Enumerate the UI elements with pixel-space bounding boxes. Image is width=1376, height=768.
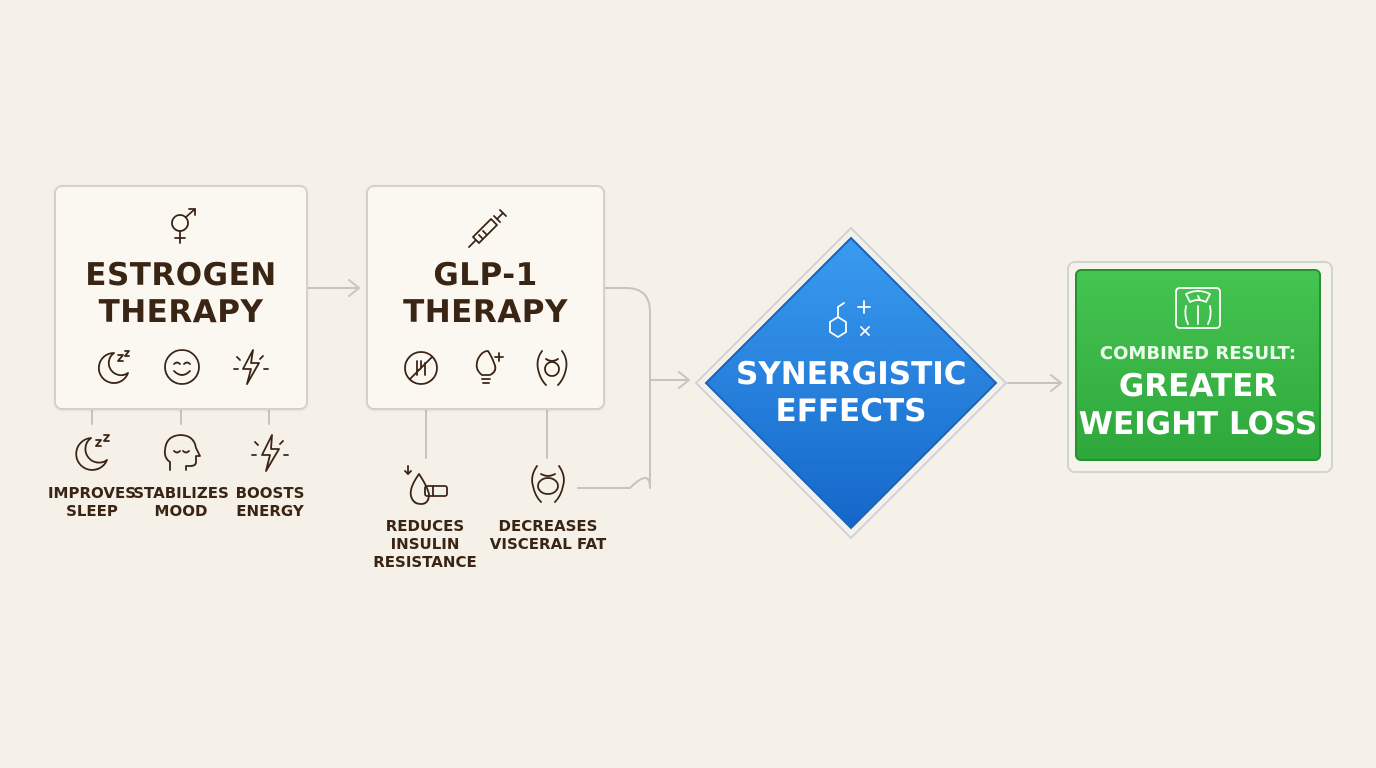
molecule-icon [829,300,871,338]
connector-glp1-to-synergy [577,287,651,489]
lightning-energy-icon [233,349,269,385]
synergy-title-line2: EFFECTS [775,393,927,429]
benefit-label-stabilizes-mood: STABILIZES MOOD [133,484,229,520]
glp1-therapy-box: GLP-1 THERAPY [366,185,605,410]
gender-symbol-icon [171,208,196,244]
result-main-line2: WEIGHT LOSS [1078,406,1318,442]
estrogen-title-line2: THERAPY [98,294,264,330]
insulin-drop-icon [404,465,448,505]
head-calm-icon [163,434,201,471]
syringe-icon [468,209,507,248]
estrogen-therapy-box: ESTROGEN THERAPY [54,185,308,410]
no-food-icon [404,351,438,385]
estrogen-title-line1: ESTROGEN [85,257,277,293]
belly-icon [536,350,568,386]
synergy-diamond [694,226,1008,540]
satiety-bulb-icon [475,350,504,384]
moon-sleep-icon [98,350,130,384]
glp1-title-line2: THERAPY [403,294,568,330]
synergy-title-line1: SYNERGISTIC [736,356,967,392]
benefit-label-decreases-visceral-fat: DECREASES VISCERAL FAT [489,517,607,553]
scale-icon [1175,287,1221,329]
benefit-label-improves-sleep: IMPROVES SLEEP [47,484,137,520]
benefit-label-reduces-insulin-resistance: REDUCES INSULIN RESISTANCE [373,517,477,571]
result-main-line1: GREATER [1118,368,1278,404]
glp1-title-line1: GLP-1 [433,257,538,293]
lightning-energy-icon [251,434,289,472]
benefit-label-boosts-energy: BOOSTS ENERGY [235,484,305,520]
body-torso-icon [531,465,565,503]
moon-sleep-icon [75,434,110,471]
smile-face-icon [164,349,200,385]
result-subtitle: COMBINED RESULT: [1099,343,1297,364]
combined-result-box [1075,269,1321,461]
